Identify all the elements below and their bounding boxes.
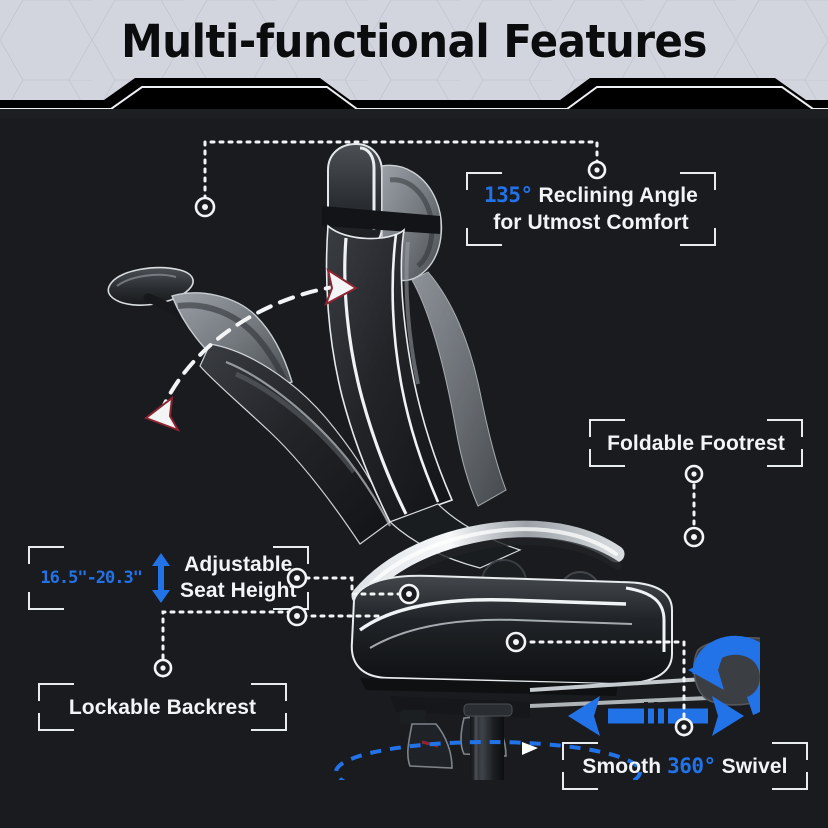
swivel-prefix: Smooth bbox=[582, 754, 662, 778]
page-title: Multi-functional Features bbox=[121, 15, 707, 68]
swivel-suffix: Swivel bbox=[721, 754, 788, 778]
seat-height-line2: Seat Height bbox=[179, 579, 297, 602]
recline-line2: for Utmost Comfort bbox=[493, 211, 689, 234]
callout-recline-text: 135° Reclining Angle for Utmost Comfort bbox=[474, 182, 708, 236]
footrest-slide-arrow bbox=[568, 696, 744, 736]
gaming-chair-illustration bbox=[107, 142, 760, 780]
seat-height-line1: Adjustable bbox=[184, 553, 293, 576]
recline-line1: Reclining Angle bbox=[538, 184, 698, 207]
header-band: Multi-functional Features bbox=[0, 0, 828, 118]
callout-lockable-backrest: Lockable Backrest bbox=[38, 683, 287, 731]
swivel-value: 360° bbox=[667, 753, 716, 778]
recline-angle-value: 135° bbox=[484, 183, 533, 207]
chair-reclined-backrest bbox=[107, 266, 391, 545]
callout-reclining-angle: 135° Reclining Angle for Utmost Comfort bbox=[466, 172, 716, 246]
callout-footrest-label: Foldable Footrest bbox=[607, 431, 785, 455]
callout-foldable-footrest: Foldable Footrest bbox=[589, 419, 803, 467]
callout-swivel: Smooth 360° Swivel bbox=[562, 742, 808, 790]
seat-height-value: 16.5"-20.3" bbox=[40, 567, 143, 588]
callout-backrest-label: Lockable Backrest bbox=[68, 695, 257, 719]
callout-seat-height: 16.5"-20.3" Adjustable Seat Height bbox=[28, 546, 309, 610]
footrest-fold-arrow bbox=[688, 635, 760, 716]
swivel-rotation-indicator bbox=[334, 740, 642, 780]
double-arrow-vertical-icon bbox=[151, 553, 170, 603]
recline-arrow bbox=[143, 267, 358, 432]
header-chevron-banner bbox=[0, 78, 828, 118]
